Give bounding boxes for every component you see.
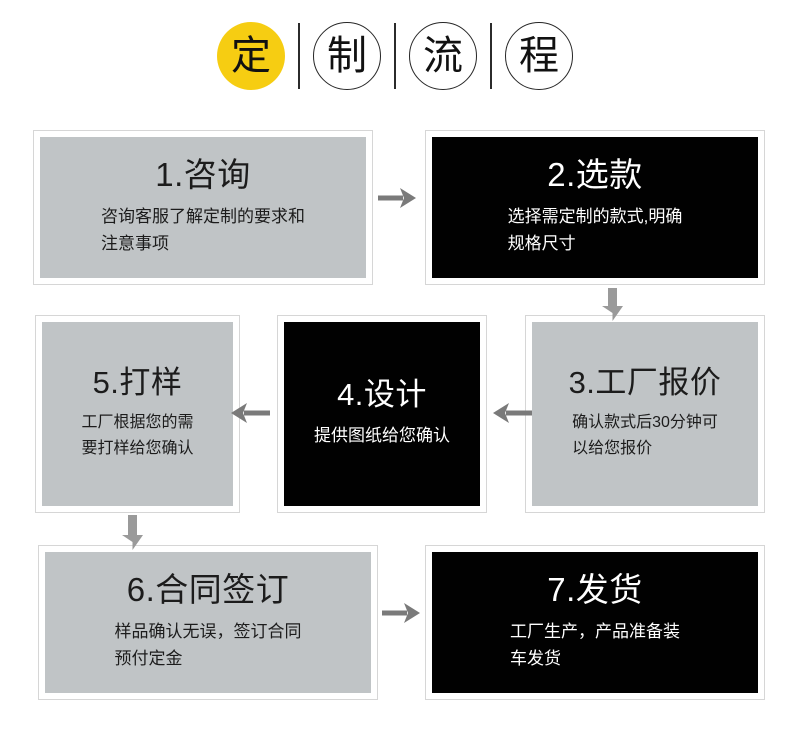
arrow-right-icon-step1-to-step2 — [378, 185, 418, 211]
flow-step-2-title: 2.选款 — [547, 155, 643, 193]
arrow-right-icon-step6-to-step7 — [382, 600, 422, 626]
title-separator-3 — [490, 23, 492, 89]
flow-step-3: 3.工厂报价 确认款式后30分钟可 以给您报价 — [525, 315, 765, 513]
title-char-circle-1: 定 — [217, 22, 285, 90]
flow-step-3-body: 3.工厂报价 确认款式后30分钟可 以给您报价 — [532, 322, 758, 506]
flow-step-1-desc: 咨询客服了解定制的要求和 注意事项 — [101, 206, 305, 254]
arrow-down-icon-step5-to-step6 — [120, 515, 146, 551]
flow-step-6-body: 6.合同签订 样品确认无误，签订合同 预付定金 — [45, 552, 371, 693]
page-title-banner: 定 制 流 程 — [0, 0, 790, 112]
flow-step-3-title: 3.工厂报价 — [568, 365, 722, 401]
title-char-circle-4: 程 — [505, 22, 573, 90]
title-char-2: 制 — [327, 34, 367, 78]
flow-step-2-desc: 选择需定制的款式,明确 规格尺寸 — [507, 206, 683, 254]
flow-step-1: 1.咨询 咨询客服了解定制的要求和 注意事项 — [33, 130, 373, 285]
flow-step-7-body: 7.发货 工厂生产，产品准备装 车发货 — [432, 552, 758, 693]
flow-step-7: 7.发货 工厂生产，产品准备装 车发货 — [425, 545, 765, 700]
arrow-left-icon-step4-to-step5 — [228, 400, 270, 426]
flow-step-5-desc: 工厂根据您的需 要打样给您确认 — [81, 413, 194, 457]
arrow-left-icon-step3-to-step4 — [490, 400, 532, 426]
title-char-3: 流 — [423, 34, 463, 78]
arrow-down-icon-step2-to-step3 — [600, 288, 626, 322]
flow-step-5: 5.打样 工厂根据您的需 要打样给您确认 — [35, 315, 240, 513]
flow-step-4: 4.设计 提供图纸给您确认 — [277, 315, 487, 513]
title-separator-2 — [394, 23, 396, 89]
title-char-4: 程 — [519, 34, 559, 78]
flow-step-2-body: 2.选款 选择需定制的款式,明确 规格尺寸 — [432, 137, 758, 278]
flow-step-2: 2.选款 选择需定制的款式,明确 规格尺寸 — [425, 130, 765, 285]
flow-step-4-title: 4.设计 — [337, 377, 427, 413]
title-char-1: 定 — [231, 34, 271, 78]
flow-step-6: 6.合同签订 样品确认无误，签订合同 预付定金 — [38, 545, 378, 700]
title-separator-1 — [298, 23, 300, 89]
flow-step-5-body: 5.打样 工厂根据您的需 要打样给您确认 — [42, 322, 233, 506]
flow-step-5-title: 5.打样 — [92, 365, 183, 401]
title-char-circle-2: 制 — [313, 22, 381, 90]
flow-step-6-title: 6.合同签订 — [126, 570, 290, 608]
flow-step-4-desc: 提供图纸给您确认 — [314, 426, 450, 446]
flow-step-1-body: 1.咨询 咨询客服了解定制的要求和 注意事项 — [40, 137, 366, 278]
flow-step-6-desc: 样品确认无误，签订合同 预付定金 — [114, 621, 302, 669]
flow-step-7-title: 7.发货 — [547, 570, 643, 608]
flow-step-4-body: 4.设计 提供图纸给您确认 — [284, 322, 480, 506]
flow-step-1-title: 1.咨询 — [155, 155, 251, 193]
flow-step-3-desc: 确认款式后30分钟可 以给您报价 — [572, 413, 718, 457]
title-char-circle-3: 流 — [409, 22, 477, 90]
flow-step-7-desc: 工厂生产，产品准备装 车发货 — [510, 621, 680, 669]
